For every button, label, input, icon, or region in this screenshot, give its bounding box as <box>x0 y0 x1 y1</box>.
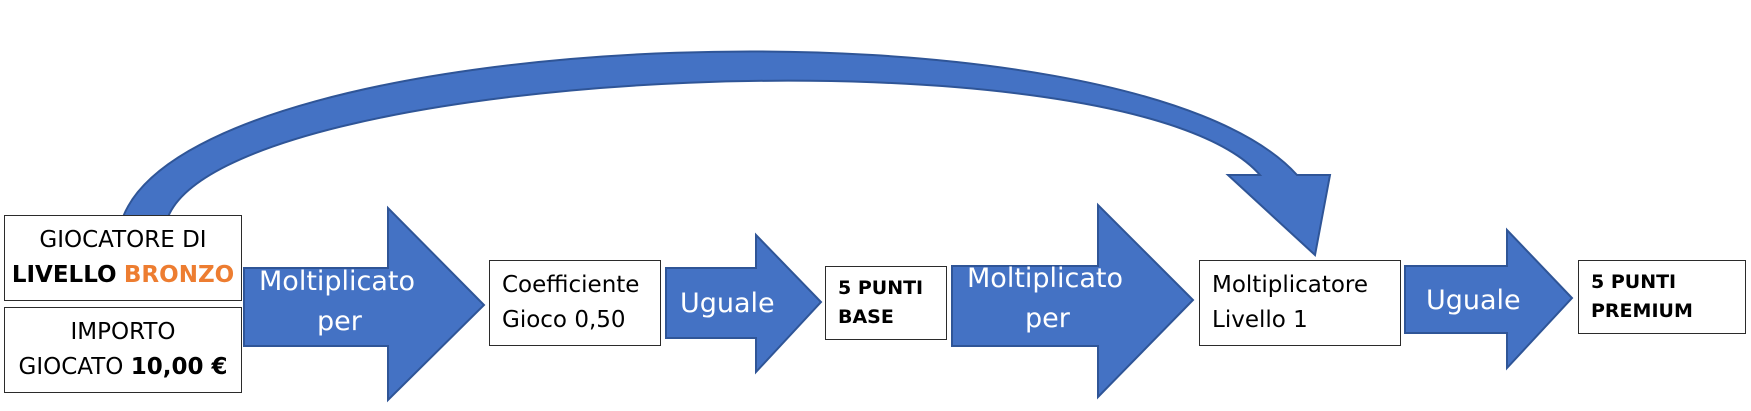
premium-points-box: 5 PUNTI PREMIUM <box>1578 260 1746 334</box>
arrow-label-equals-1-line1: Uguale <box>680 288 775 319</box>
player-level-value: BRONZO <box>123 262 235 288</box>
player-level-line1: GIOCATORE DI <box>39 227 207 253</box>
amount-played-line2: GIOCATO 10,00 € <box>19 350 228 385</box>
player-level-box: GIOCATORE DI LIVELLO BRONZO <box>4 215 242 301</box>
arrow-label-multiply-2-line2: per <box>1025 303 1070 334</box>
amount-played-box: IMPORTO GIOCATO 10,00 € <box>4 307 242 393</box>
level-multiplier-line1: Moltiplicatore <box>1212 272 1369 298</box>
base-points-line1: 5 PUNTI <box>838 277 924 299</box>
arrow-label-multiply-1: Moltiplicato per <box>259 262 415 342</box>
block-arrow-equals-2 <box>1404 227 1574 371</box>
base-points-line2: BASE <box>838 306 894 328</box>
arrow-label-equals-2-line1: Uguale <box>1426 285 1521 316</box>
arrow-label-equals-2: Uguale <box>1426 281 1521 321</box>
amount-played-line1: IMPORTO <box>70 319 176 345</box>
player-level-line2: LIVELLO BRONZO <box>12 258 234 293</box>
arrow-label-multiply-1-line1: Moltiplicato <box>259 266 416 297</box>
game-coefficient-line1: Coefficiente <box>502 272 640 298</box>
block-arrow-multiply-1 <box>243 205 486 403</box>
player-level-prefix: LIVELLO <box>11 262 117 288</box>
arrow-label-multiply-2: Moltiplicato per <box>967 259 1123 339</box>
base-points-box: 5 PUNTI BASE <box>825 266 947 340</box>
arrow-label-multiply-1-line2: per <box>317 306 362 337</box>
curved-arrow <box>121 50 1332 257</box>
premium-points-line1: 5 PUNTI <box>1591 271 1677 293</box>
game-coefficient-box: Coefficiente Gioco 0,50 <box>489 260 661 346</box>
amount-played-prefix: GIOCATO <box>18 354 124 380</box>
level-multiplier-line2: Livello 1 <box>1212 307 1308 333</box>
amount-played-value: 10,00 € <box>130 354 228 380</box>
level-multiplier-box: Moltiplicatore Livello 1 <box>1199 260 1401 346</box>
game-coefficient-line2: Gioco 0,50 <box>502 307 626 333</box>
premium-points-line2: PREMIUM <box>1591 300 1693 322</box>
arrow-label-multiply-2-line1: Moltiplicato <box>967 263 1124 294</box>
block-arrow-equals-1 <box>665 232 823 375</box>
block-arrow-multiply-2 <box>951 202 1195 400</box>
arrow-label-equals-1: Uguale <box>680 284 775 324</box>
